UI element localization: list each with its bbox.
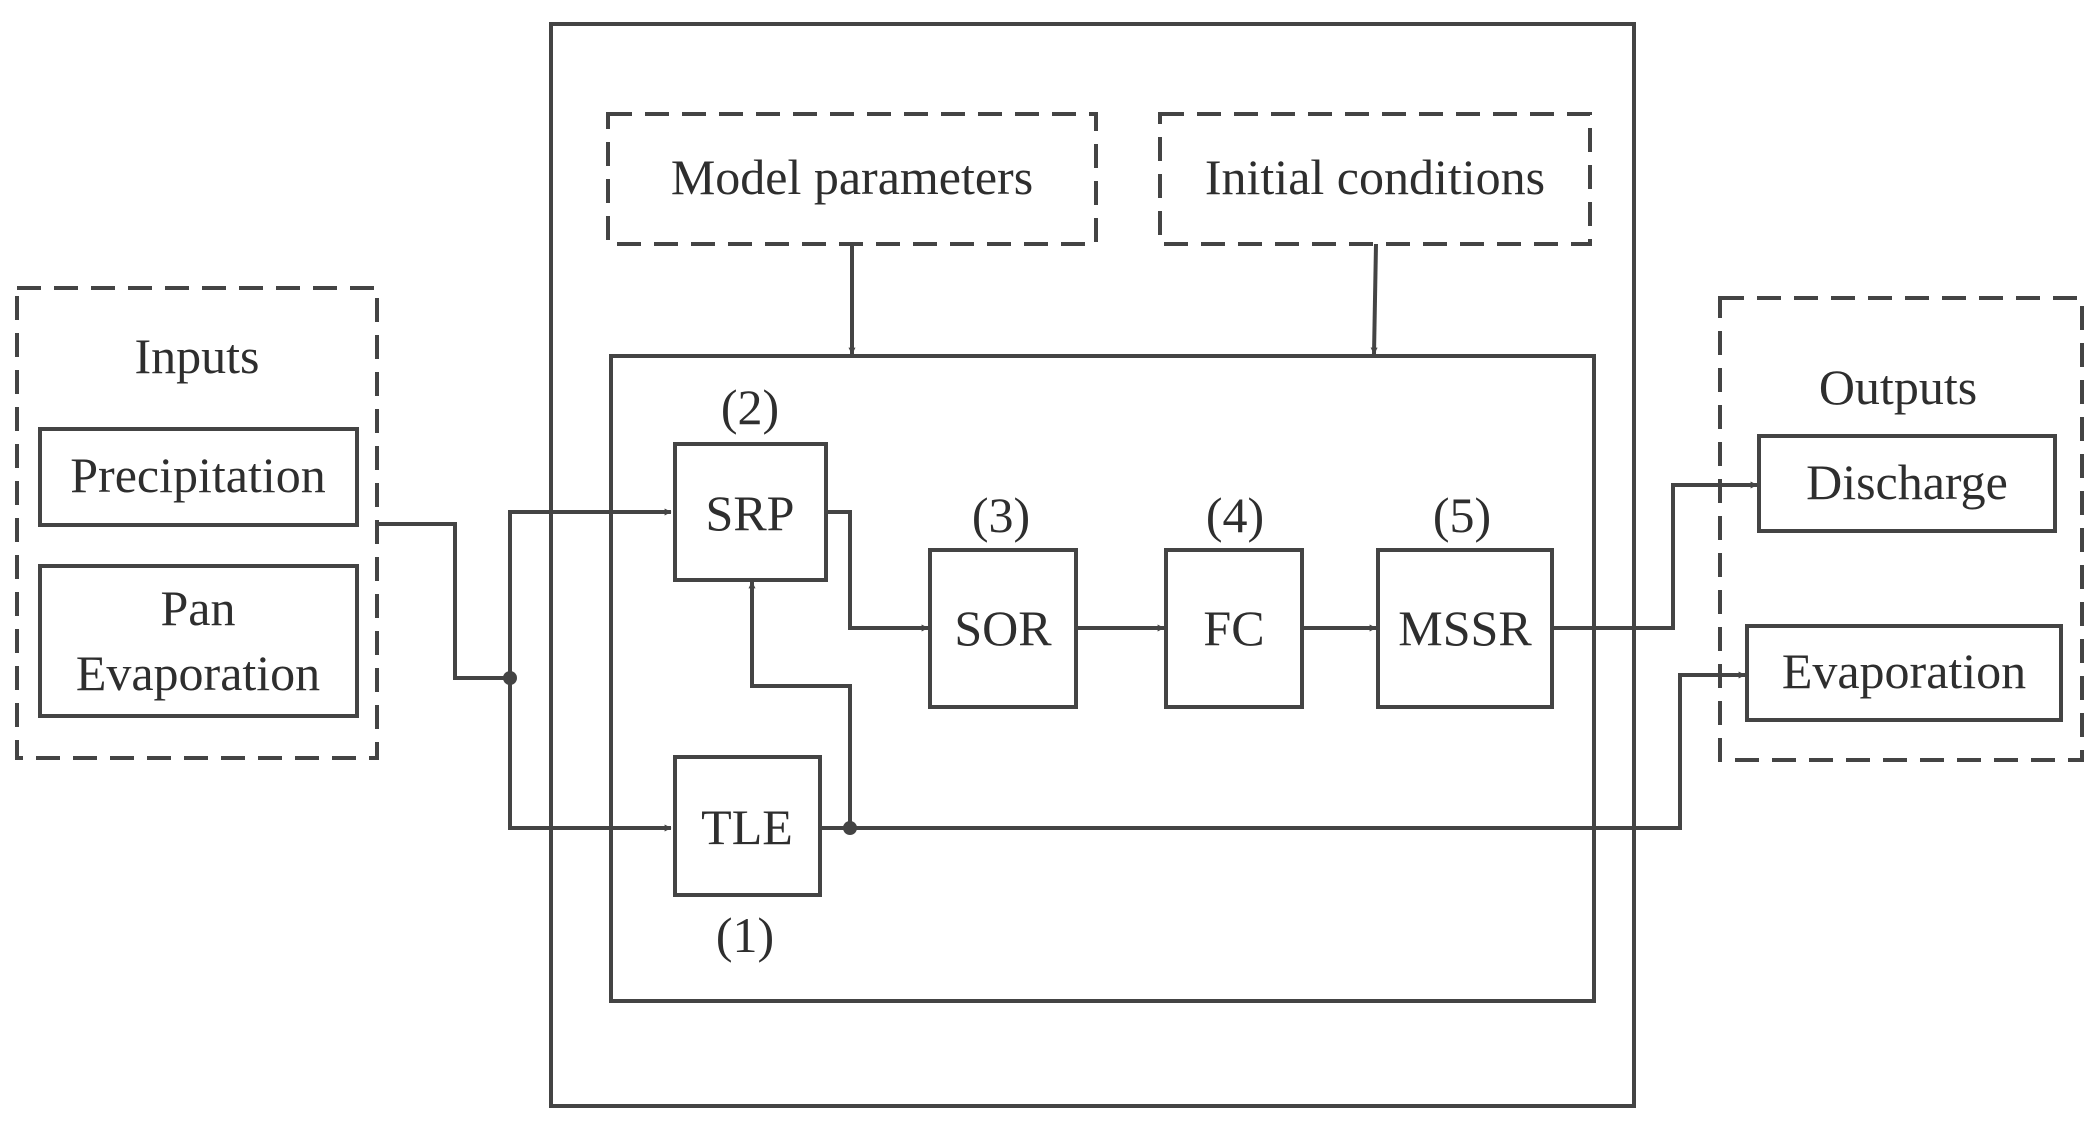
- pan-evaporation-label-line1: Pan: [161, 580, 236, 636]
- pan-evaporation-box: [38, 564, 359, 718]
- evaporation-output-label: Evaporation: [1782, 643, 2026, 699]
- evaporation-output-box: [1745, 624, 2063, 722]
- mssr-number: (5): [1433, 487, 1491, 543]
- tle-label: TLE: [701, 799, 793, 855]
- pan-evaporation-label-line2: Evaporation: [76, 645, 320, 701]
- initial-conditions-box: [1158, 112, 1592, 246]
- discharge-label: Discharge: [1806, 454, 2008, 510]
- mssr-block: MSSR (5): [1376, 487, 1554, 709]
- mssr-to-discharge-arrow: [1552, 481, 1758, 630]
- initial-conditions-arrow: [1370, 243, 1378, 355]
- tle-to-evaporation-arrow: [850, 671, 1746, 830]
- precipitation-label: Precipitation: [70, 447, 326, 503]
- tle-number: (1): [716, 907, 774, 963]
- outputs-dashed-frame: [1718, 296, 2084, 762]
- sor-label: SOR: [954, 600, 1052, 656]
- srp-number: (2): [721, 379, 779, 435]
- srp-block: SRP (2): [673, 379, 828, 582]
- precipitation-box: [38, 427, 359, 527]
- fc-number: (4): [1206, 487, 1264, 543]
- initial-conditions-label: Initial conditions: [1205, 149, 1545, 205]
- input-junction: [503, 671, 517, 685]
- tle-to-srp-feedback-arrow: [748, 581, 852, 828]
- srp-to-sor-arrow: [826, 510, 929, 632]
- inputs-title: Inputs: [135, 328, 260, 384]
- model-outer-frame: [549, 22, 1636, 1108]
- fc-block: FC (4): [1164, 487, 1304, 709]
- outputs-group: Outputs Discharge Evaporation: [1718, 296, 2084, 762]
- inputs-group: Inputs Precipitation Pan Evaporation: [15, 286, 379, 760]
- sor-block: SOR (3): [928, 487, 1078, 709]
- srp-label: SRP: [706, 485, 795, 541]
- model-inner-frame: [609, 354, 1596, 1003]
- model-parameters-label: Model parameters: [671, 149, 1033, 205]
- inputs-connector: [377, 522, 510, 680]
- discharge-box: [1757, 434, 2057, 533]
- outputs-title: Outputs: [1819, 359, 1977, 415]
- fc-label: FC: [1203, 600, 1264, 656]
- tle-block: TLE (1): [673, 755, 822, 963]
- input-to-tle-arrow: [508, 678, 672, 832]
- input-to-srp-arrow: [508, 508, 672, 678]
- sor-number: (3): [972, 487, 1030, 543]
- mssr-label: MSSR: [1398, 600, 1532, 656]
